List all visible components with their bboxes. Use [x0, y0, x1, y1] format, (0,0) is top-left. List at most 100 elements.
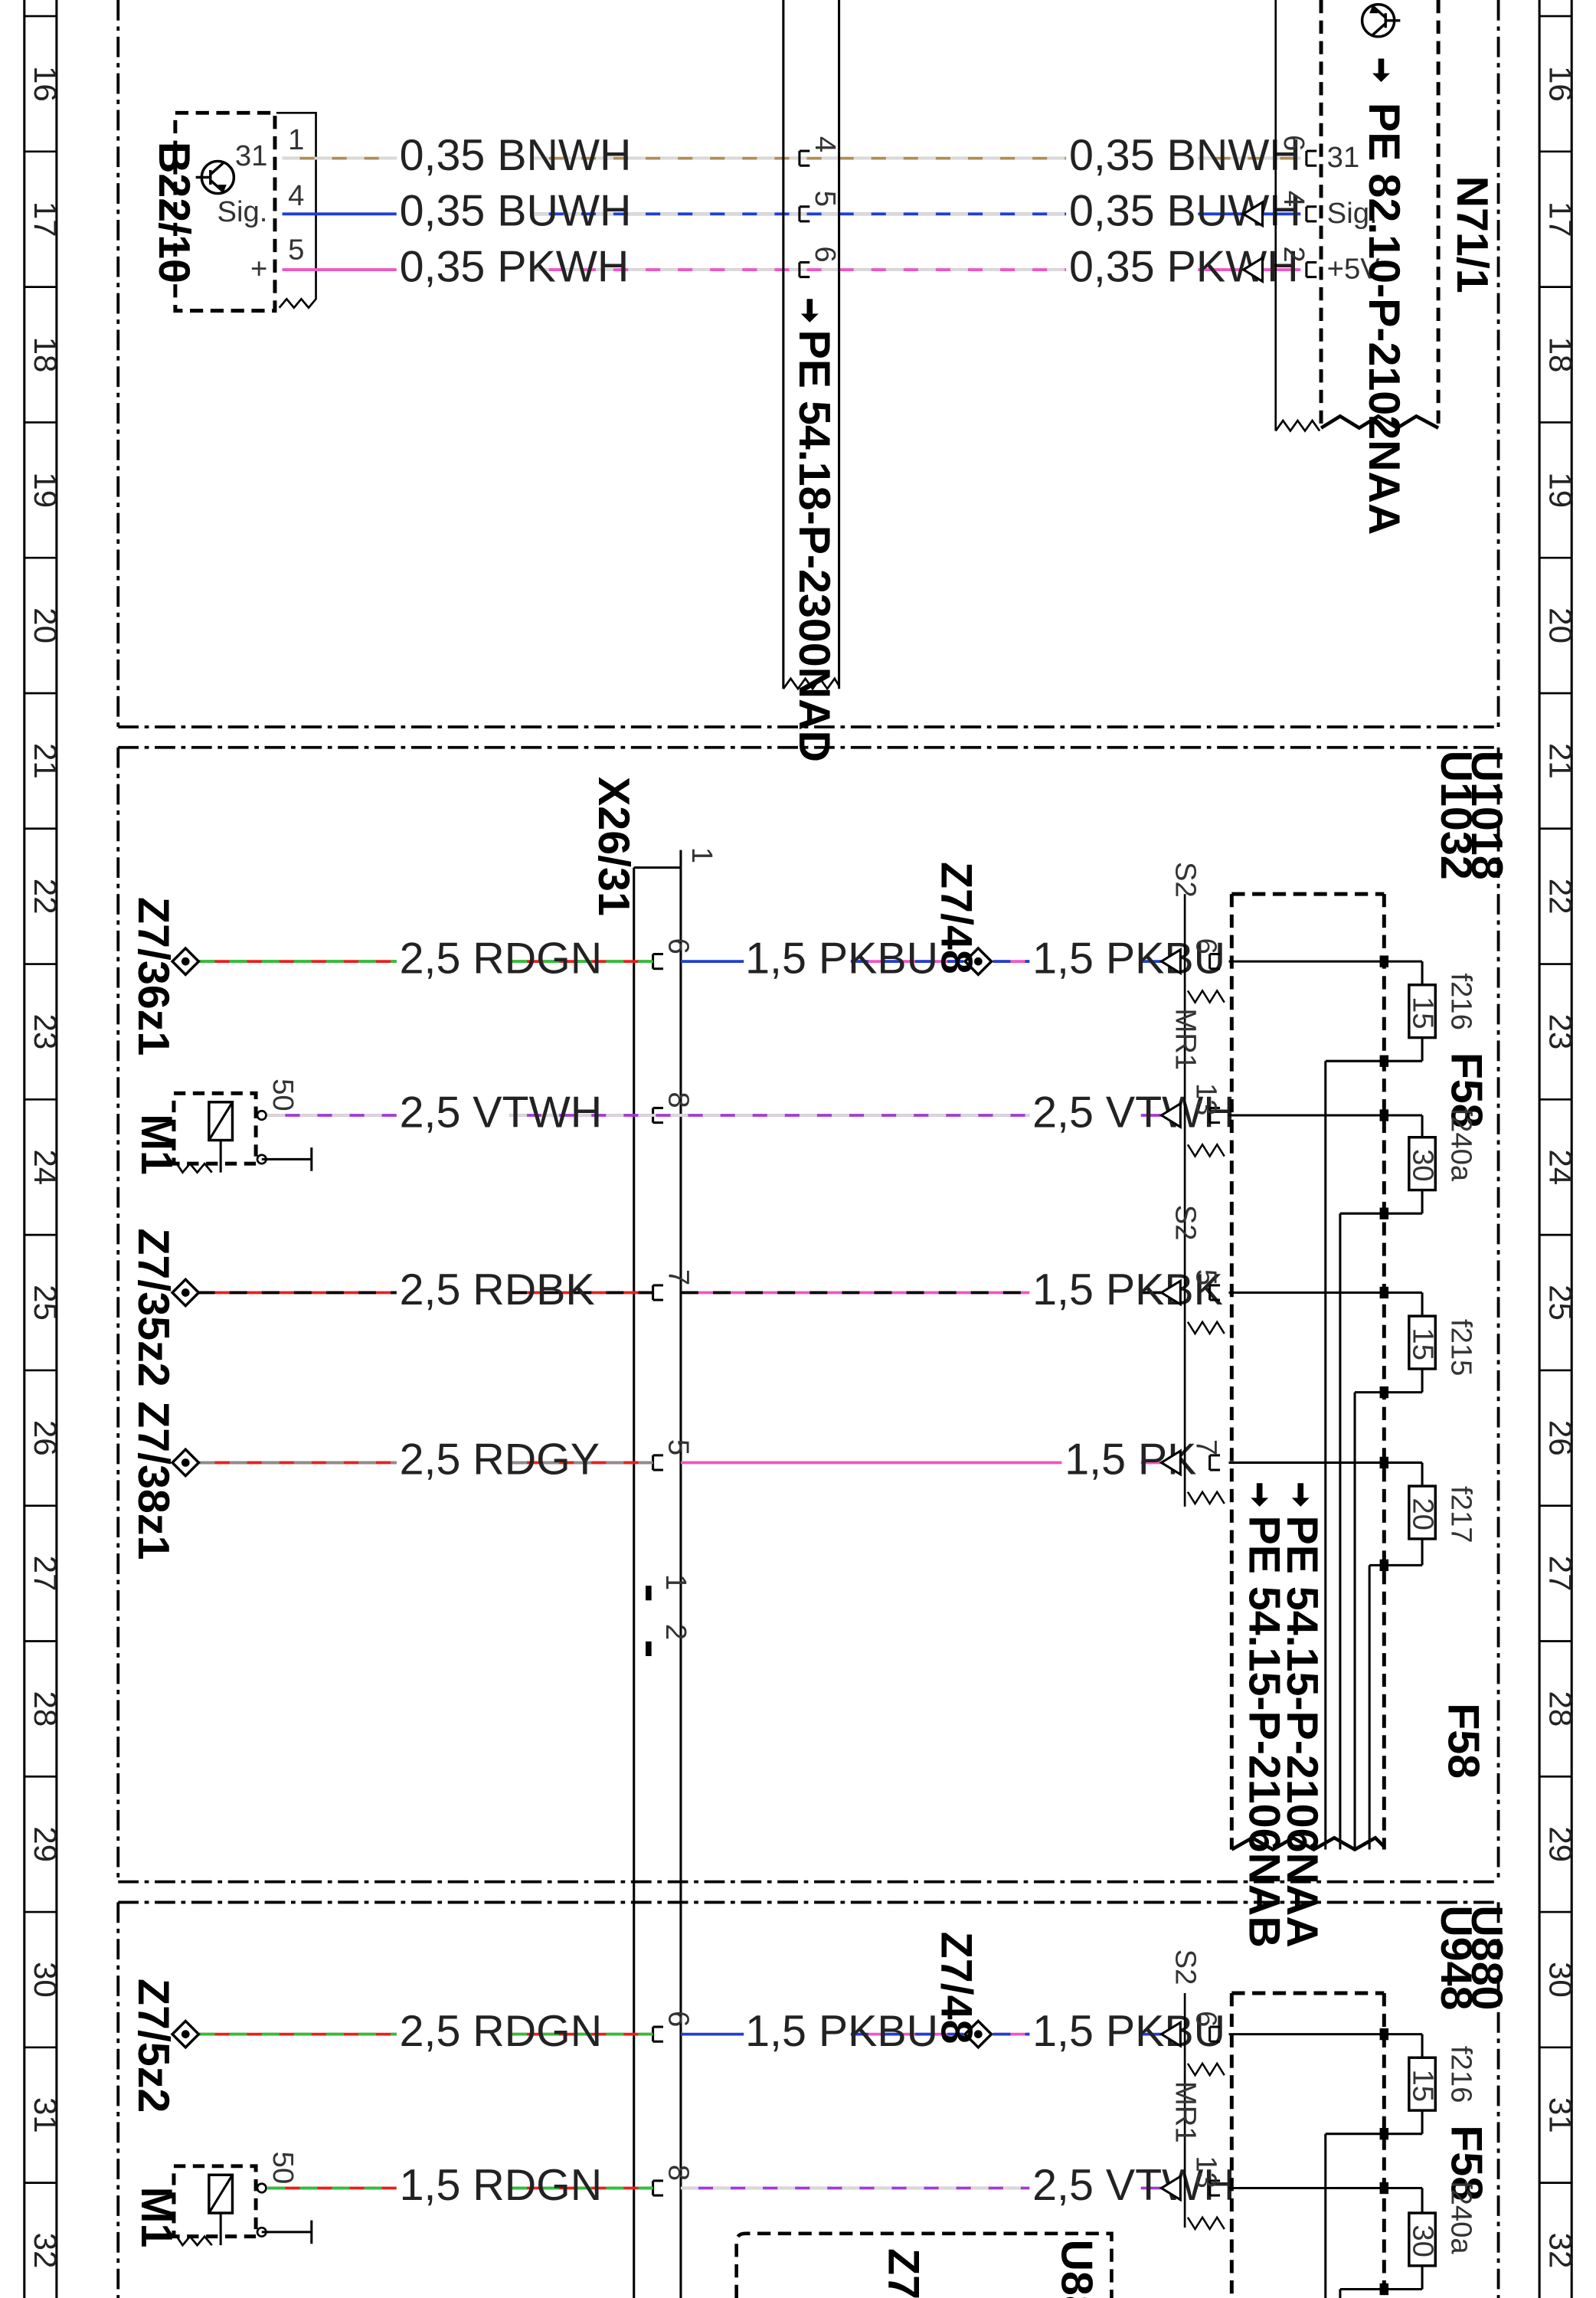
motor-m1-lower	[172, 2164, 313, 2247]
ruler-label-right-19: 19	[1543, 472, 1579, 508]
ruler-label-left-20: 20	[28, 607, 64, 643]
ruler-label-left-28: 28	[28, 1691, 64, 1727]
ruler-label-left-29: 29	[28, 1826, 64, 1862]
pin-n71-6: 6	[1277, 135, 1310, 151]
pin-harness-6: 6	[809, 246, 842, 262]
pin-x26-5: 5	[662, 1439, 695, 1455]
wire-label-vtwh-left: 2,5 VTWH	[400, 1088, 603, 1137]
fuse-f216-lower-rating: 15	[1407, 2070, 1440, 2103]
ruler-label-left-25: 25	[28, 1285, 64, 1321]
label-z7-38z1: Z7/38z1	[129, 1401, 178, 1560]
label-f58-lower: F58	[1441, 2125, 1490, 2201]
connector-x26-31	[633, 849, 682, 2298]
wire-label-pkwh-right: 0,35 PKWH	[1069, 242, 1299, 291]
pin-x26-l6: 6	[662, 2011, 695, 2027]
pin-n71-2: 2	[1277, 246, 1310, 262]
ruler-label-left-24: 24	[28, 1149, 64, 1185]
label-n71-1: N71/1	[1447, 176, 1496, 293]
fuse-f240a-lower-rating: 30	[1407, 2224, 1440, 2257]
pin-n71-31: 31	[1327, 141, 1360, 174]
pin-b22-5: 5	[288, 234, 304, 267]
wire-label-buwh-left: 0,35 BUWH	[400, 187, 632, 236]
f58-pin-5: 5	[1189, 1269, 1222, 1285]
wire-label-rdgy: 2,5 RDGY	[400, 1435, 600, 1485]
pin-harness-5: 5	[809, 191, 842, 207]
label-z7-36z1: Z7/36z1	[129, 897, 178, 1056]
ruler-label-right-18: 18	[1543, 337, 1579, 373]
f58-pin-s2-top: S2	[1169, 862, 1202, 898]
ruler-label-right-24: 24	[1543, 1149, 1579, 1185]
wire-label-rdgn-m1-lower: 1,5 RDGN	[400, 2161, 603, 2210]
ruler-label-right-20: 20	[1543, 607, 1579, 643]
fuse-f216-lower-label: f216	[1444, 2046, 1477, 2103]
label-z7-48: Z7/48	[932, 862, 981, 974]
label-u948: U948	[1431, 1905, 1480, 2010]
label-f58: F58	[1438, 1703, 1487, 1779]
label-x26-31: X26/31	[589, 777, 638, 916]
ruler-label-left-26: 26	[28, 1420, 64, 1456]
wire-rdbk-pkbk-row	[171, 1278, 1162, 1308]
ruler-label-right-17: 17	[1543, 201, 1579, 237]
ruler-label-left-31: 31	[28, 2097, 64, 2133]
label-b22-10: B22/10	[149, 142, 198, 283]
ruler-label-left-32: 32	[28, 2233, 64, 2269]
pin-x26-7: 7	[662, 1269, 695, 1285]
pin-m1-50: 50	[267, 1079, 299, 1111]
pin-m1-lower-50: 50	[267, 2152, 299, 2185]
label-f58-inline: F58	[1441, 1052, 1490, 1128]
pin-b22-1: 1	[288, 123, 304, 156]
f58-pin-7: 7	[1189, 1439, 1222, 1455]
ruler-label-left-21: 21	[28, 743, 64, 779]
wire-label-buwh-right: 0,35 BUWH	[1069, 187, 1301, 236]
fuse-f216-label: f216	[1444, 973, 1477, 1030]
wire-label-rdgn: 2,5 RDGN	[400, 934, 603, 983]
fuse-f216-rating: 15	[1407, 997, 1440, 1030]
pin-x26-l8: 8	[662, 2165, 695, 2181]
wire-label-pkbk: 1,5 PKBK	[1032, 1265, 1223, 1314]
f58-pin-mr1: MR1	[1169, 1008, 1202, 1070]
wire-rdgn-pkbu-row-lower	[171, 2019, 1162, 2049]
module-n71-1	[1242, 0, 1441, 433]
pin-x26-1: 1	[685, 847, 718, 863]
fuse-f217-rating: 20	[1407, 1498, 1440, 1530]
f58-reference-a: PE 54.15-P-2106NAA	[1277, 1515, 1326, 1947]
pin-n71-4: 4	[1277, 191, 1310, 207]
wire-label-pkbu-mid-lower: 1,5 PKBU	[745, 2007, 938, 2056]
wire-label-pkwh-left: 0,35 PKWH	[400, 242, 630, 291]
fuse-box-f58	[1159, 892, 1437, 1852]
fuse-f240a-lower-label: f240a	[1444, 2181, 1477, 2254]
pin-b22-sig: Sig.	[217, 195, 267, 228]
label-z7-5z2: Z7/5z2	[129, 1979, 178, 2113]
ruler-label-right-32: 32	[1543, 2233, 1579, 2269]
ruler-ticks	[24, 15, 1572, 2184]
pin-x26-b1: 1	[659, 1574, 692, 1590]
pin-n71-sig: Sig.	[1327, 197, 1378, 230]
label-m1-lower: M1	[132, 2187, 181, 2248]
ruler-label-left-18: 18	[28, 337, 64, 373]
harness-connector	[782, 0, 841, 691]
f58-pin-13: 13	[1189, 1083, 1222, 1116]
ruler-label-right-26: 26	[1543, 1420, 1579, 1456]
f58-lower-pin-mr1: MR1	[1169, 2081, 1202, 2143]
label-u88-partial: U88	[1051, 2239, 1101, 2298]
f58-lower-pin-6: 6	[1189, 2011, 1222, 2027]
ruler-label-right-31: 31	[1543, 2097, 1579, 2133]
pin-x26-b2: 2	[659, 1624, 692, 1640]
label-u1032: U1032	[1431, 751, 1480, 880]
ruler-label-left-19: 19	[28, 472, 64, 508]
page-frame	[23, 0, 1573, 2298]
ruler-label-left-22: 22	[28, 879, 64, 915]
label-z7-partial: Z7	[879, 2248, 928, 2298]
label-u880: U880	[1462, 1905, 1511, 2010]
ruler-label-right-29: 29	[1543, 1826, 1579, 1862]
fuse-f240a-rating: 30	[1407, 1149, 1440, 1182]
wire-label-vtwh-right: 2,5 VTWH	[1032, 1088, 1235, 1137]
harness-reference: PE 54.18-P-2300NAD	[790, 329, 839, 761]
ruler-label-left-23: 23	[28, 1014, 64, 1050]
n71-reference: PE 82.10-P-2102NAA	[1359, 103, 1408, 535]
f58-lower-pin-13: 13	[1189, 2156, 1222, 2188]
label-z7-35z2: Z7/35z2	[129, 1228, 178, 1386]
